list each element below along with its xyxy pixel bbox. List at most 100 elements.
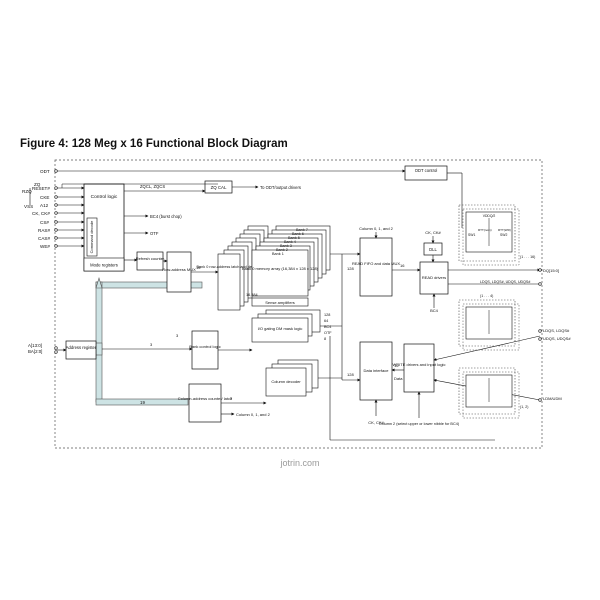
pin-cas: CAS# [38,236,50,241]
zqcl-label: ZQCL, ZQCS [140,184,165,189]
bank-control-block [191,330,219,370]
otf-x-label: OTF [324,331,332,335]
bus-7-label: 7 [230,396,233,401]
write-drivers-block [403,343,435,393]
figure-title: Figure 4: 128 Meg x 16 Functional Block … [20,138,288,150]
chip-boundary [54,159,543,449]
address-register-label: Address register [66,345,97,350]
bank7-label: Bank 7 [296,228,308,232]
mode-registers-label: Mode registers [90,263,118,268]
zq-cal-label: ZQ CAL [211,185,227,190]
pin-cs: CS# [40,220,49,225]
ck-dll-label: CK, CK# [425,230,441,235]
bus-16384-label: 16,384 [246,293,258,297]
dqs-write-label: LDQS, LDQS# [543,328,570,333]
bus-128c-label: 128 [324,313,330,317]
bus-8-label: 8 [324,337,326,341]
sense-amps-block [251,297,309,307]
row-mux-block [166,251,192,293]
pin-odt: ODT [40,169,50,174]
io-gating-stack [251,309,321,343]
bank-row-stack [217,225,269,311]
column-decoder-stack [265,359,319,397]
command-decode-label: Command decode [89,220,94,253]
dq-termination-box: VDDQ/2 SW1 SW2 RTT(nom) RTT(WR) (1 . . .… [458,204,535,266]
rtt-wr-label: RTT(WR) [498,228,511,232]
column-decoder-label: Column decoder [271,379,301,384]
column-counter-block [188,383,222,423]
bus-128-label: 128 [347,266,354,271]
address-bus [95,276,203,406]
column2-label: Column 2 (select upper or lower nibble f… [379,422,460,426]
bank3-label: Bank 3 [280,244,292,248]
pin-a12: A12 [40,203,49,208]
range2a-label: (1 . . . 4) [480,294,493,298]
bus-64-label: 64 [324,319,328,323]
dm-label: LDM/UDM [543,396,562,401]
read-fifo-block [359,237,393,297]
pin-cke: CKE [40,195,49,200]
refresh-counter-label: Refresh counter [136,256,165,261]
pin-ck: CK, CK# [32,211,50,216]
dll-label: DLL [429,247,437,252]
vddq2-label: VDDQ/2 [483,214,496,218]
bank-control-label: Bank control logic [189,344,221,349]
bc4-label: BC4 [430,308,439,313]
watermark: jotrin.com [280,458,320,468]
mode-registers-block [83,257,125,272]
memory-array-stack [251,225,331,297]
read-drivers-label: READ drivers [422,275,446,280]
pin-ba: BA[2:0] [28,349,42,354]
range3-label: (1, 2) [520,405,528,409]
pin-vss: VSS [24,204,33,209]
row-mux-label: Row-address MUX [162,267,196,272]
data-interface-label: Data interface [364,368,390,373]
bus-3-label: 3 [150,342,153,347]
bus-128b-label: 128 [347,372,354,377]
pin-reset: RESET# [32,186,50,191]
col012-bottom-label: Column 0, 1, and 2 [236,412,271,417]
sense-amps-label: Sense amplifiers [265,300,295,305]
to-odt-label: To ODT/output drivers [260,185,301,190]
pin-rzq: RZQ [22,189,32,194]
sw2-label: SW2 [500,233,507,237]
bank5-label: Bank 5 [288,236,300,240]
ck-data-label: CK, CK# [368,420,384,425]
pin-zq: ZQ [34,182,41,187]
bank6-label: Bank 6 [292,232,304,236]
otf-label: OTF [150,231,159,236]
input-pins: ODT ZQ RZQ VSS RESET# CKE A12 CK, CK# CS… [22,169,406,249]
read-fifo-label: READ FIFO and data MUX [352,261,400,266]
pin-ras: RAS# [38,228,50,233]
bus-3b-label: 3 [176,333,179,338]
odt-control-label: ODT control [415,168,438,173]
sw1-label: SW1 [468,233,475,237]
rtt-nom-label: RTT(nom) [478,228,492,232]
range1-label: (1 . . . 16) [520,255,535,259]
bc4-x-label: BC4 [324,325,331,329]
pin-we: WE# [40,244,50,249]
bank4-label: Bank 4 [284,240,296,244]
bus-16d-label: 16 [394,363,399,368]
bus-16b-label: 16 [400,263,405,268]
dqs-read-label: LDQS, LDQS#, UDQS, UDQS# [480,280,530,284]
column-counter-label: Column-address counter/ latch [178,396,232,401]
bus-19-label: 19 [140,400,145,405]
data-interface-block [359,341,393,401]
bank2-label: Bank 2 [276,248,288,252]
dq-label: DQ[15:0] [543,268,559,273]
write-drivers-label: WRITE drivers and input logic [393,362,446,367]
bank0-row-label: Bank 0 row-address latch and decoder [196,265,262,269]
refresh-counter-block [136,251,164,271]
address-register-block [65,340,97,360]
bc4-chop-label: BC4 (burst chop) [150,214,182,219]
dqs-termination-box [458,299,520,351]
memory-array-label: Bank 0 memory array (16,384 x 128 x 128) [242,266,319,271]
col012-label: Column 0, 1, and 2 [359,226,394,231]
bus-16-label: 16 [196,265,201,270]
read-drivers-block [419,261,449,295]
dqs-write2-label: UDQS, UDQS# [543,336,571,341]
control-logic-label: Control logic [91,194,118,200]
data-label: Data [394,376,403,381]
